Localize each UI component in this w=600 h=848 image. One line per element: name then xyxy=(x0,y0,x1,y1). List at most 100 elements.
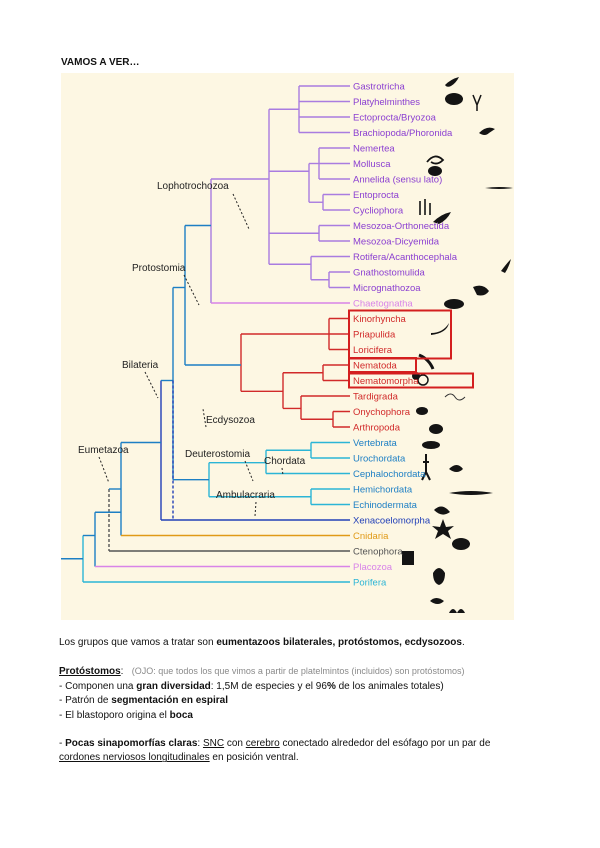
placozoan-icon xyxy=(430,598,444,604)
gastrotrich-icon xyxy=(445,77,459,87)
b1-pre: - Componen una xyxy=(59,680,137,692)
leaf-label: Gastrotricha xyxy=(353,82,405,93)
highlight-box xyxy=(348,372,474,389)
leaf-label: Echinodermata xyxy=(353,500,418,511)
nematode-icon xyxy=(417,374,429,386)
gnathostomulid-icon xyxy=(473,285,489,296)
clade-label-protostomia: Protostomia xyxy=(132,263,186,274)
b4-cordones: cordones nerviosos longitudinales xyxy=(59,752,210,764)
acorn-worm-icon xyxy=(434,506,450,515)
bullet-diversity: - Componen una gran diversidad: 1,5M de … xyxy=(59,680,559,694)
page-heading: VAMOS A VER… xyxy=(61,57,140,68)
b4-snc: SNC xyxy=(202,738,225,750)
b4-t1: con xyxy=(224,738,246,750)
label-pointer xyxy=(244,460,254,482)
leaf-label: Porifera xyxy=(353,578,387,589)
b4-t3: en posición ventral. xyxy=(209,752,299,764)
protostomes-title: Protóstomos xyxy=(59,666,121,678)
xenacoelomorph-icon xyxy=(452,538,470,550)
clade-label-ambulacraria: Ambulacraria xyxy=(216,490,275,501)
label-pointer xyxy=(281,467,284,476)
leaf-label: Ctenophora xyxy=(353,547,403,558)
entoproct-icon xyxy=(419,199,431,215)
b4-cerebro: cerebro xyxy=(245,738,280,750)
protostomes-colon: : xyxy=(120,666,124,678)
cycliophora-icon xyxy=(433,212,451,224)
leaf-label: Micrognathozoa xyxy=(353,283,421,294)
bullet-blastopore: - El blastoporo origina el boca xyxy=(59,709,559,723)
leaf-label: Cnidaria xyxy=(353,531,389,542)
hairworm-icon xyxy=(444,393,466,401)
leaf-labels: GastrotrichaPlatyhelminthesEctoprocta/Br… xyxy=(353,82,458,589)
protostomes-heading: Protóstomos: (OJO: que todos los que vim… xyxy=(59,664,559,679)
label-pointers xyxy=(98,193,284,517)
priapulid-icon xyxy=(418,353,435,370)
leaf-label: Entoprocta xyxy=(353,190,400,201)
tunicate-icon xyxy=(449,465,463,472)
b4-colon: : xyxy=(197,738,203,750)
label-pointer xyxy=(232,193,250,230)
protostomes-note: (OJO: que todos los que vimos a partir d… xyxy=(131,666,465,677)
clade-label-bilateria: Bilateria xyxy=(122,360,159,371)
sponge-icon xyxy=(449,609,465,613)
leaf-label: Mollusca xyxy=(353,159,391,170)
b4-bold: Pocas sinapomorfías claras xyxy=(65,738,198,750)
leaf-label: Kinorhyncha xyxy=(353,314,407,325)
clade-label-ecdysozoa: Ecdysozoa xyxy=(206,415,255,426)
leaf-label: Ectoprocta/Bryozoa xyxy=(353,113,437,124)
b4-dash: - xyxy=(59,738,66,750)
starfish-icon xyxy=(432,519,454,539)
leaf-label: Annelida (sensu lato) xyxy=(353,175,442,186)
bryozoan-icon xyxy=(472,94,482,111)
b2-bold: segmentación en espiral xyxy=(111,695,228,707)
cnidarian-icon xyxy=(402,551,414,565)
leaf-label: Platyhelminthes xyxy=(353,97,420,108)
leaf-label: Cycliophora xyxy=(353,206,404,217)
b3-pre: - El blastoporo origina el xyxy=(59,709,170,721)
leaf-label: Tardigrada xyxy=(353,392,399,403)
velvet-worm-icon xyxy=(429,424,443,434)
clade-label-lophotrochozoa: Lophotrochozoa xyxy=(157,181,229,192)
micrognathozoan-icon xyxy=(444,299,464,309)
ctenophore-icon xyxy=(433,568,445,585)
leaf-label: Gnathostomulida xyxy=(353,268,426,279)
leaf-label: Priapulida xyxy=(353,330,396,341)
leaf-label: Rotifera/Acanthocephala xyxy=(353,252,458,263)
human-icon xyxy=(421,454,431,481)
label-pointer xyxy=(144,371,159,399)
leaf-label: Arthropoda xyxy=(353,423,401,434)
b1-bold2: % xyxy=(326,680,336,692)
leaf-label: Mesozoa-Dicyemida xyxy=(353,237,440,248)
clade-labels: Lophotrochozoa Protostomia Bilateria Eum… xyxy=(78,181,306,501)
b3-bold: boca xyxy=(169,709,193,721)
highlight-box xyxy=(348,357,417,373)
clade-label-eumetazoa: Eumetazoa xyxy=(78,445,129,456)
annelid-icon xyxy=(485,187,513,189)
leaf-label: Brachiopoda/Phoronida xyxy=(353,128,453,139)
b1-bold1: gran diversidad xyxy=(136,680,211,692)
leaf-label: Chaetognatha xyxy=(353,299,413,310)
label-pointer xyxy=(183,274,200,306)
b2-pre: - Patrón de xyxy=(59,695,112,707)
leaf-label: Vertebrata xyxy=(353,438,398,449)
leaf-label: Urochordata xyxy=(353,454,406,465)
leaf-label: Mesozoa-Orthonectida xyxy=(353,221,450,232)
leaf-label: Placozoa xyxy=(353,562,393,573)
phylogenetic-tree: GastrotrichaPlatyhelminthesEctoprocta/Br… xyxy=(61,77,513,613)
flatworm-icon xyxy=(445,93,463,105)
leaf-label: Cephalochordata xyxy=(353,469,426,480)
brachiopod-icon xyxy=(479,127,495,135)
body-text: Los grupos que vamos a tratar son eument… xyxy=(59,636,559,766)
leaf-label: Xenacoelomorpha xyxy=(353,516,431,527)
b1-mid: : 1,5M de especies y el 96 xyxy=(210,680,327,692)
leaf-label: Nematoda xyxy=(353,361,398,372)
leaf-label: Nematomorpha xyxy=(353,376,419,387)
label-pointer xyxy=(202,408,207,428)
label-pointer xyxy=(98,456,110,484)
bullet-synapomorphies: - Pocas sinapomorfías claras: SNC con ce… xyxy=(59,737,559,766)
b4-t2: conectado alrededor del esófago por un p… xyxy=(279,738,491,750)
intro-bold: eumentazoos bilaterales, protóstomos, ec… xyxy=(216,637,462,648)
leaf-label: Hemichordata xyxy=(353,485,413,496)
clade-label-deuterostomia: Deuterostomia xyxy=(185,449,250,460)
